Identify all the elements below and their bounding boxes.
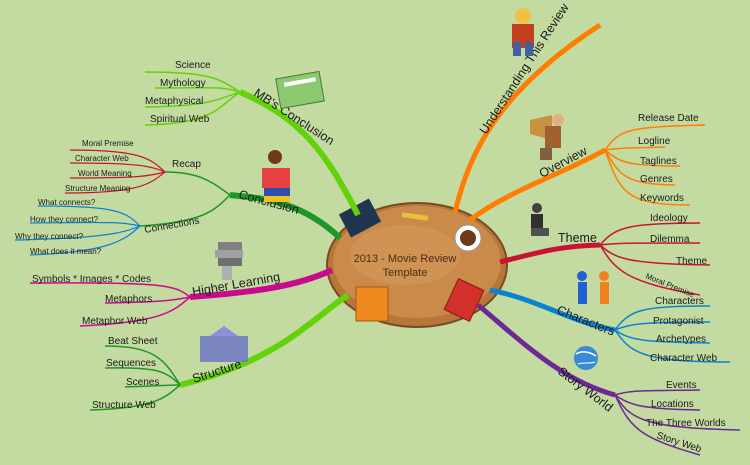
standing-person-icon [531, 203, 549, 236]
leaf-what-does-it-mean: What does it mean? [30, 247, 102, 256]
house-blueprint-icon [200, 326, 248, 362]
branch-label-characters: Characters [555, 303, 617, 339]
branch-conclusion[interactable]: Conclusion Recap Moral Premise Character… [14, 139, 343, 256]
leaf-characters: Characters [655, 296, 704, 307]
megaphone-person-icon [530, 114, 564, 160]
leaf-dilemma: Dilemma [650, 234, 690, 245]
branch-understanding[interactable]: Understanding This Review [452, 0, 602, 213]
leaf-metaphysical: Metaphysical [145, 96, 203, 107]
leaf-story-web: Story Web [655, 430, 703, 455]
leaf-scenes: Scenes [126, 377, 159, 388]
leaf-metaphor-web: Metaphor Web [82, 316, 148, 327]
leaf-keywords: Keywords [640, 193, 684, 204]
leaf-symbols-images-codes: Symbols * Images * Codes [32, 274, 151, 285]
branch-label-theme: Theme [558, 231, 597, 245]
handshake-people-icon [577, 271, 609, 304]
leaf-ideology: Ideology [650, 213, 688, 224]
center-node[interactable]: 2013 - Movie Review Template [326, 198, 508, 328]
notebook-illustration-icon [275, 70, 325, 110]
leaf-release-date: Release Date [638, 113, 699, 124]
leaf-character-web-recap: Character Web [75, 154, 129, 163]
leaf-spiritual-web: Spiritual Web [150, 114, 210, 125]
leaf-science: Science [175, 60, 211, 71]
branch-characters[interactable]: Characters Characters Protagonist Archet… [489, 271, 731, 364]
leaf-structure-web: Structure Web [92, 400, 156, 411]
leaf-character-web: Character Web [650, 353, 718, 364]
leaf-why-they-connect: Why they connect? [15, 232, 84, 241]
branch-label-story-world: Story World [555, 364, 615, 414]
leaf-how-they-connect: How they connect? [30, 215, 99, 224]
pencil-icon [401, 212, 429, 221]
person-reading-icon [512, 8, 534, 56]
coffee-cup-icon [454, 224, 482, 252]
leaf-taglines: Taglines [640, 156, 677, 167]
leaf-theme: Theme [676, 256, 708, 267]
branch-overview[interactable]: Overview Release Date Logline Taglines G… [468, 113, 706, 223]
book-red-icon [443, 278, 485, 322]
sub-branch-recap[interactable]: Recap [172, 159, 201, 170]
leaf-moral-premise-recap: Moral Premise [82, 139, 134, 148]
leaf-world-meaning: World Meaning [78, 169, 132, 178]
leaf-structure-meaning: Structure Meaning [65, 184, 130, 193]
notebook-icon [338, 198, 382, 238]
leaf-sequences: Sequences [106, 358, 156, 369]
leaf-what-connects: What connects? [38, 198, 96, 207]
leaf-locations: Locations [651, 399, 694, 410]
leaf-beat-sheet: Beat Sheet [108, 336, 158, 347]
leaf-events: Events [666, 380, 697, 391]
leaf-logline: Logline [638, 136, 671, 147]
globe-icon [574, 346, 598, 370]
leaf-genres: Genres [640, 174, 673, 185]
leaf-mythology: Mythology [160, 78, 206, 89]
leaf-the-three-worlds: The Three Worlds [646, 418, 726, 429]
sub-branch-connections[interactable]: Connections [144, 215, 201, 235]
center-title-line2: Template [383, 267, 428, 279]
book-orange-icon [355, 286, 389, 322]
center-title-line1: 2013 - Movie Review [354, 253, 457, 265]
leaf-archetypes: Archetypes [656, 334, 706, 345]
books-stack-icon [215, 242, 243, 280]
leaf-protagonist: Protagonist [653, 316, 704, 327]
leaf-metaphors: Metaphors [105, 294, 152, 305]
people-with-books-icon [262, 150, 290, 202]
branch-structure[interactable]: Structure Beat Sheet Sequences Scenes St… [89, 292, 350, 411]
